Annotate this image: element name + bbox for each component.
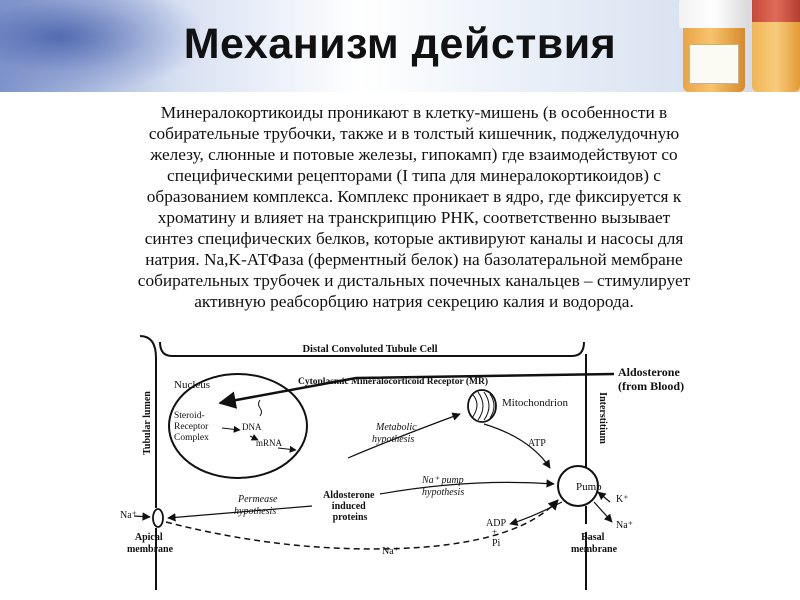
cell-top-left-wall xyxy=(139,335,157,590)
aldosterone-blood-label: Aldosterone (from Blood) xyxy=(618,365,684,393)
sodium-flow-path xyxy=(165,499,559,550)
pump-label: Pump xyxy=(576,481,602,493)
header-banner xyxy=(0,0,800,92)
body-line: хроматину и влияет на транскрипцию РНК, … xyxy=(157,208,671,227)
pump-shape xyxy=(557,465,599,507)
body-line: образованием комплекса. Комплекс проника… xyxy=(146,187,682,206)
header-decoration xyxy=(0,0,200,92)
aldosterone-mechanism-diagram: Distal Convoluted Tubule Cell Tubular lu… xyxy=(120,335,684,590)
interstitium-label: Interstitium xyxy=(597,392,608,444)
pi-label: Pi xyxy=(492,538,501,549)
apical-channel xyxy=(152,508,164,528)
cell-label: Distal Convoluted Tubule Cell xyxy=(302,344,437,355)
dna-label: DNA xyxy=(242,422,262,432)
permease-hypothesis-label: Permease hypothesis xyxy=(234,494,280,517)
body-line: специфическими рецепторами (I типа для м… xyxy=(167,166,661,185)
slide-title: Механизм действия xyxy=(183,20,617,68)
pill-bottle-image-2 xyxy=(752,0,800,92)
cell-outline xyxy=(159,341,585,357)
induced-proteins-label: Aldosterone induced proteins xyxy=(323,490,377,523)
slide-body-text: Минералокортикоиды проникают в клетку-ми… xyxy=(55,102,773,312)
mitochondrion-shape xyxy=(467,389,497,423)
aldosterone-entry-arrow xyxy=(218,372,615,409)
na-left-label: Na⁺ xyxy=(120,510,137,521)
body-line: активную реабсорбцию натрия секрецию кал… xyxy=(194,292,634,311)
complex-label: Steroid- Receptor Complex xyxy=(174,411,211,443)
body-line: собирательных трубочек и дистальных поче… xyxy=(137,271,691,290)
nucleus-shape xyxy=(168,373,308,479)
body-line: синтез специфических белков, которые акт… xyxy=(144,229,684,248)
k-right-label: K⁺ xyxy=(616,494,629,505)
na-pump-hypothesis-label: Na⁺ pump hypothesis xyxy=(421,475,466,498)
body-line: Минералокортикоиды проникают в клетку-ми… xyxy=(160,103,668,122)
receptor-label: Cytoplasmic Mineralocorticoid Receptor (… xyxy=(298,376,488,387)
body-line: собирательные трубочки, также и в толсты… xyxy=(148,124,680,143)
mrna-label: mRNA xyxy=(256,438,283,448)
basal-membrane-label: Basal membrane xyxy=(571,532,618,555)
pill-bottle-image xyxy=(679,0,749,92)
na-right-label: Na⁺ xyxy=(616,520,633,531)
body-line: железу, слюнные и потовые железы, гипока… xyxy=(150,145,678,164)
adp-label: ADP xyxy=(486,518,506,529)
body-line: натрия. Na,K-АТФаза (ферментный белок) н… xyxy=(145,250,683,269)
na-bottom-label: Na⁺ xyxy=(382,546,399,557)
dna-helix xyxy=(258,399,262,417)
plus-label: + xyxy=(492,527,497,537)
metabolic-hypothesis-label: Metabolic hypothesis xyxy=(372,422,419,445)
atp-label: ATP xyxy=(528,438,546,449)
nucleus-label: Nucleus xyxy=(174,379,210,391)
apical-membrane-label: Apical membrane xyxy=(127,532,174,555)
tubular-lumen-label: Tubular lumen xyxy=(142,391,153,455)
mitochondrion-label: Mitochondrion xyxy=(502,397,568,409)
